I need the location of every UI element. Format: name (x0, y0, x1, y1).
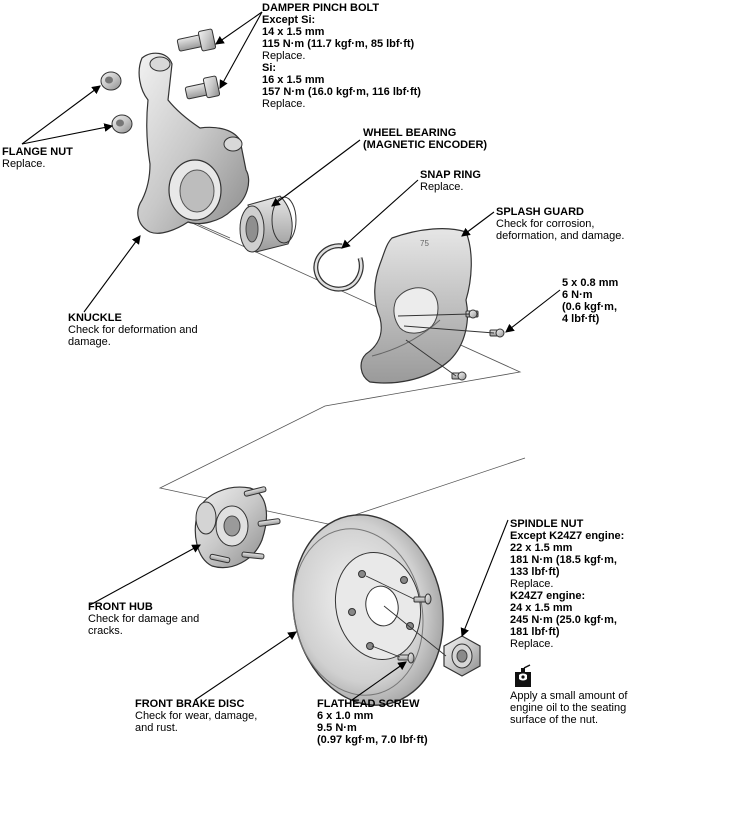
oil-note-line-2: engine oil to the seating (510, 702, 627, 714)
wheel-bearing-sub: (MAGNETIC ENCODER) (363, 139, 488, 151)
spindle-nut-title: SPINDLE NUT (510, 518, 584, 530)
damper-pinch-bolt-line-4: Replace. (262, 50, 306, 62)
flange-nut-title: FLANGE NUT (2, 146, 73, 158)
knuckle-label: KNUCKLE Check for deformation and damage… (68, 312, 198, 348)
damper-pinch-bolt-line-5: Si: (262, 62, 277, 74)
splash-guard-title: SPLASH GUARD (496, 206, 585, 218)
front-hub-title: FRONT HUB (88, 601, 153, 613)
snap-ring-label: SNAP RING Replace. (420, 169, 481, 193)
spindle-nut-line-2: 22 x 1.5 mm (510, 542, 573, 554)
wheel-bearing-label: WHEEL BEARING (MAGNETIC ENCODER) (363, 127, 487, 151)
oil-note-line-3: surface of the nut. (510, 714, 599, 726)
spindle-nut-part (443, 635, 481, 677)
splash-guard-bolt-line-4: 4 lbf·ft) (562, 313, 600, 325)
svg-text:75: 75 (420, 239, 429, 248)
damper-pinch-bolt-line-3: 115 N·m (11.7 kgf·m, 85 lbf·ft) (262, 38, 415, 50)
flathead-screw-1 (413, 593, 432, 605)
damper-pinch-bolt-title: DAMPER PINCH BOLT (262, 2, 380, 14)
spindle-nut-line-10: Replace. (510, 638, 554, 650)
damper-pinch-bolt-lower (184, 75, 221, 100)
flathead-screw-line-2: 9.5 N·m (317, 722, 357, 734)
spindle-nut-line-8: 245 N·m (25.0 kgf·m, (510, 614, 617, 626)
splash-guard-note-1: Check for corrosion, (496, 218, 595, 230)
snap-ring-part (313, 243, 364, 292)
knuckle-part (137, 52, 250, 234)
leader-lines (21, 11, 561, 701)
flange-nut-upper (100, 71, 122, 91)
spindle-nut-line-6: K24Z7 engine: (510, 590, 586, 602)
splash-guard-note-2: deformation, and damage. (496, 230, 625, 242)
damper-pinch-bolt-label: DAMPER PINCH BOLT Except Si: 14 x 1.5 mm… (262, 2, 421, 110)
splash-guard-bolt-line-1: 5 x 0.8 mm (562, 277, 619, 289)
damper-pinch-bolt-line-6: 16 x 1.5 mm (262, 74, 325, 86)
spindle-nut-line-3: 181 N·m (18.5 kgf·m, (510, 554, 617, 566)
splash-guard-bolt-line-2: 6 N·m (562, 289, 593, 301)
front-hub-note-1: Check for damage and (88, 613, 200, 625)
splash-guard-label: SPLASH GUARD Check for corrosion, deform… (496, 206, 624, 242)
flange-nut-lower (111, 114, 133, 134)
front-brake-disc-note-2: and rust. (135, 722, 178, 734)
damper-pinch-bolt-line-7: 157 N·m (16.0 kgf·m, 116 lbf·ft) (262, 86, 421, 98)
spindle-nut-line-5: Replace. (510, 578, 554, 590)
front-hub-label: FRONT HUB Check for damage and cracks. (88, 601, 199, 637)
flathead-screw-title: FLATHEAD SCREW (317, 698, 420, 710)
spindle-nut-line-1: Except K24Z7 engine: (510, 530, 625, 542)
front-hub-note-2: cracks. (88, 625, 123, 637)
splash-guard-bolt-line-3: (0.6 kgf·m, (562, 301, 618, 313)
splash-guard-bolt-label: 5 x 0.8 mm 6 N·m (0.6 kgf·m, 4 lbf·ft) (562, 277, 618, 325)
front-brake-disc-title: FRONT BRAKE DISC (135, 698, 245, 710)
knuckle-note-2: damage. (68, 336, 111, 348)
spindle-nut-line-4: 133 lbf·ft) (510, 566, 560, 578)
snap-ring-title: SNAP RING (420, 169, 481, 181)
oil-note-line-1: Apply a small amount of (510, 690, 628, 702)
flathead-screw-label: FLATHEAD SCREW 6 x 1.0 mm 9.5 N·m (0.97 … (317, 698, 428, 746)
knuckle-note-1: Check for deformation and (68, 324, 198, 336)
flange-nut-note: Replace. (2, 158, 46, 170)
flange-nut-label: FLANGE NUT Replace. (2, 146, 73, 170)
wheel-bearing-part (239, 195, 297, 253)
snap-ring-note: Replace. (420, 181, 464, 193)
flathead-screw-2 (397, 652, 415, 664)
oil-note-label: Apply a small amount of engine oil to th… (510, 690, 627, 726)
flathead-screw-line-3: (0.97 kgf·m, 7.0 lbf·ft) (317, 734, 428, 746)
front-brake-disc-label: FRONT BRAKE DISC Check for wear, damage,… (135, 698, 257, 734)
damper-pinch-bolt-line-1: Except Si: (262, 14, 316, 26)
splash-guard-bolt-3 (451, 371, 467, 381)
oil-can-icon (515, 664, 531, 687)
wheel-bearing-title: WHEEL BEARING (363, 127, 457, 139)
damper-pinch-bolt-line-2: 14 x 1.5 mm (262, 26, 325, 38)
assembly-axis-lines (365, 313, 495, 658)
knuckle-title: KNUCKLE (68, 312, 122, 324)
front-brake-disc-note-1: Check for wear, damage, (135, 710, 258, 722)
spindle-nut-line-9: 181 lbf·ft) (510, 626, 560, 638)
damper-pinch-bolt-line-8: Replace. (262, 98, 306, 110)
spindle-nut-label: SPINDLE NUT Except K24Z7 engine: 22 x 1.… (510, 518, 624, 650)
splash-guard-part: 75 (360, 228, 472, 384)
damper-pinch-bolt-upper (176, 28, 217, 52)
front-hub-part (194, 486, 281, 569)
flathead-screw-line-1: 6 x 1.0 mm (317, 710, 374, 722)
spindle-nut-line-7: 24 x 1.5 mm (510, 602, 573, 614)
front-brake-disc-part (292, 514, 444, 706)
